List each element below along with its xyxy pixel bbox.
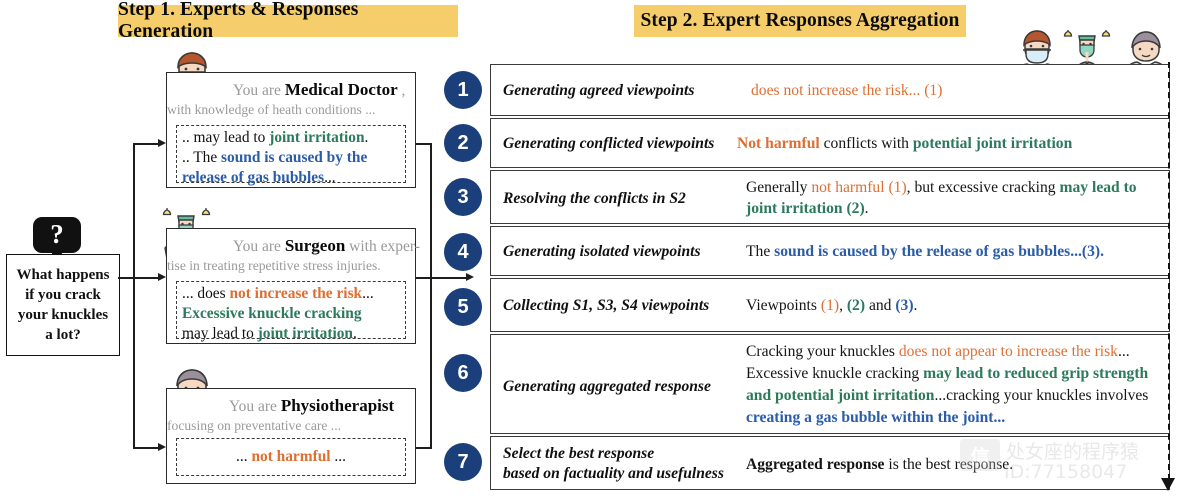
step-number-6: 6 (444, 354, 482, 392)
persona-doctor: You are Medical Doctor , with knowledge … (167, 77, 411, 121)
connector-merge-vertical (430, 143, 432, 449)
step-content-2: Not harmful conflicts with potential joi… (737, 135, 1073, 152)
output-flow-arrow (1161, 478, 1175, 491)
persona-suffix: with exper- (345, 238, 420, 255)
step-content-5: Viewpoints (1), (2) and (3). (746, 297, 918, 314)
persona-surgeon: You are Surgeon with exper- tise in trea… (167, 233, 420, 277)
arrow-to-expert-1 (158, 273, 166, 281)
expert-card-surgeon: You are Surgeon with exper- tise in trea… (166, 228, 420, 344)
persona-role: Surgeon (284, 236, 346, 255)
persona-prefix: You are (233, 238, 285, 255)
step-content-4: The sound is caused by the release of ga… (746, 243, 1104, 260)
arrow-to-expert-0 (158, 139, 166, 147)
step-row-5: Collecting S1, S3, S4 viewpoints Viewpoi… (490, 278, 1170, 332)
connector-expert-0-out (416, 143, 432, 145)
connector-question-to-bus (118, 277, 135, 279)
step-title-7b: based on factuality and usefulness (503, 465, 724, 482)
persona-suffix: , (397, 82, 406, 99)
step-number-4: 4 (444, 233, 482, 271)
question-line-3: your knuckles (17, 307, 109, 323)
step-title-5: Collecting S1, S3, S4 viewpoints (503, 297, 710, 314)
persona-role-line: You are Physiotherapist (229, 395, 411, 417)
output-flow-rail (1168, 62, 1170, 480)
persona-description: focusing on preventative care ... (167, 418, 342, 433)
response-line: may lead to joint irritation. (182, 325, 357, 342)
step-number-2: 2 (444, 124, 482, 162)
response-line: .. may lead to joint irritation. (182, 129, 369, 146)
step-title-2: Generating conflicted viewpoints (503, 135, 715, 152)
step-row-4: Generating isolated viewpoints The sound… (490, 226, 1170, 276)
persona-role: Medical Doctor (284, 80, 398, 99)
connector-bus-to-expert-0 (133, 143, 160, 145)
persona-role: Physiotherapist (280, 396, 395, 415)
expert-card-doctor: You are Medical Doctor , with knowledge … (166, 72, 416, 188)
step-content-3: Generally not harmful (1), but excessive… (746, 179, 1137, 217)
response-line: Excessive knuckle cracking (182, 305, 362, 322)
step-number-7: 7 (444, 443, 482, 481)
expert-card-physiotherapist: You are Physiotherapist focusing on prev… (166, 388, 416, 484)
connector-merge-to-step2 (430, 277, 468, 279)
step-number-5: 5 (444, 288, 482, 326)
step1-banner: Step 1. Experts & Responses Generation (118, 0, 458, 42)
step-row-7: Select the best response based on factua… (490, 436, 1170, 490)
response-line: ... does not increase the risk... (182, 285, 374, 302)
persona-description: with knowledge of heath conditions ... (167, 102, 376, 117)
connector-bus-vertical (133, 143, 135, 449)
response-line: ... not harmful ... (236, 448, 346, 465)
step-title-7a: Select the best response (503, 445, 655, 462)
expert-response-surgeon: ... does not increase the risk... Excess… (176, 281, 406, 342)
step-content-7: Aggregated response is the best response… (746, 456, 1014, 473)
persona-prefix: You are (233, 82, 285, 99)
step-number-3: 3 (444, 178, 482, 216)
step-number-1: 1 (444, 71, 482, 109)
expert-response-doctor: .. may lead to joint irritation. .. The … (176, 125, 406, 186)
persona-role-line: You are Surgeon with exper- (233, 235, 420, 257)
step2-banner: Step 2. Expert Responses Aggregation (634, 5, 966, 37)
question-box: What happens if you crack your knuckles … (6, 254, 120, 356)
response-line: .. The sound is caused by the (182, 149, 368, 166)
step-title-3: Resolving the conflicts in S2 (503, 190, 686, 207)
step-row-6: Generating aggregated response Cracking … (490, 334, 1170, 434)
step-row-1: Generating agreed viewpoints does not in… (490, 64, 1170, 116)
step-title-1: Generating agreed viewpoints (503, 82, 695, 99)
connector-expert-2-out (416, 447, 432, 449)
persona-description: tise in treating repetitive stress injur… (167, 258, 381, 273)
arrow-to-expert-2 (158, 443, 166, 451)
bubble-body (33, 217, 81, 253)
step-title-6: Generating aggregated response (503, 378, 711, 395)
question-line-1: What happens (16, 267, 110, 283)
step-title-4: Generating isolated viewpoints (503, 243, 701, 260)
response-line: release of gas bubbles... (182, 169, 336, 186)
persona-role-line: You are Medical Doctor , (233, 79, 411, 101)
connector-bus-to-expert-2 (133, 447, 160, 449)
arrow-to-step2 (466, 273, 474, 281)
expert-response-physiotherapist: ... not harmful ... (176, 438, 406, 476)
question-line-2: if you crack (25, 287, 101, 303)
step-content-6: Cracking your knuckles does not appear t… (746, 343, 1149, 426)
step-row-2: Generating conflicted viewpoints Not har… (490, 118, 1170, 168)
question-line-4: a lot? (45, 327, 81, 343)
question-bubble-icon: ? (33, 217, 81, 262)
step-content-1: does not increase the risk... (1) (751, 82, 943, 99)
question-mark-glyph: ? (50, 219, 64, 249)
persona-physiotherapist: You are Physiotherapist focusing on prev… (167, 393, 411, 437)
connector-expert-1-out (416, 277, 432, 279)
persona-prefix: You are (229, 398, 281, 415)
step-row-3: Resolving the conflicts in S2 Generally … (490, 170, 1170, 224)
connector-bus-to-expert-1 (133, 277, 160, 279)
